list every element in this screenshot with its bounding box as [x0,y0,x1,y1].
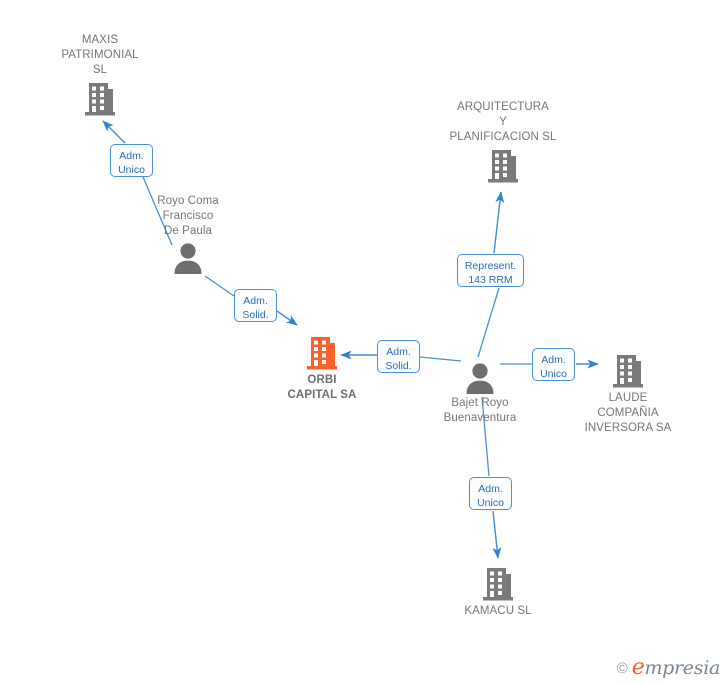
relation-chip-adm-unico-kamacu[interactable]: Adm. Unico [469,477,512,510]
node-laude-compania-inversora-sa[interactable]: LAUDE COMPAÑIA INVERSORA SA [553,353,703,436]
node-label: KAMACU SL [464,605,532,617]
edge-represent-to-arquitectura [493,191,505,254]
edge-royo-to-admsolid-orbi [204,275,235,297]
edge-admunico-to-kamacu [492,510,502,559]
edge-bajet-to-admsolid-orbi [419,356,462,362]
node-kamacu-sl[interactable]: KAMACU SL [423,566,573,619]
relation-chip-adm-solid-royo-orbi[interactable]: Adm. Solid. [234,289,277,322]
company-building-icon [428,148,578,184]
person-icon [405,362,555,394]
node-label: Royo Coma Francisco De Paula [157,195,219,237]
company-building-icon [247,335,397,371]
node-label: ORBI CAPITAL SA [287,374,357,401]
edge-admsolid-to-orbi [276,310,298,326]
relation-chip-represent-143-rrm[interactable]: Represent. 143 RRM [457,254,524,287]
node-label: LAUDE COMPAÑIA INVERSORA SA [584,392,672,434]
empresia-watermark: © empresia [616,655,721,680]
copyright-icon: © [616,659,628,677]
relation-chip-adm-unico-laude[interactable]: Adm. Unico [532,348,575,381]
node-royo-coma-francisco-de-paula[interactable]: Royo Coma Francisco De Paula [113,194,263,274]
node-label: MAXIS PATRIMONIAL SL [61,34,139,76]
company-building-icon [423,566,573,602]
person-icon [113,242,263,274]
edge-admunico-to-maxis [102,120,126,144]
relation-chip-adm-solid-bajet-orbi[interactable]: Adm. Solid. [377,340,420,373]
empresia-logo: empresia [631,655,721,680]
node-label: Bajet Royo Buenaventura [443,397,517,424]
node-bajet-royo-buenaventura[interactable]: Bajet Royo Buenaventura [405,362,555,426]
edge-bajet-to-represent [477,287,500,358]
node-orbi-capital-sa[interactable]: ORBI CAPITAL SA [247,335,397,403]
company-building-icon [553,353,703,389]
empresia-logo-initial: e [631,655,645,680]
node-maxis-patrimonial-sl[interactable]: MAXIS PATRIMONIAL SL [25,33,175,117]
node-arquitectura-y-planificacion-sl[interactable]: ARQUITECTURA Y PLANIFICACION SL [428,100,578,184]
company-building-icon [25,81,175,117]
empresia-logo-rest: mpresia [644,657,720,679]
relation-chip-adm-unico-maxis[interactable]: Adm. Unico [110,144,153,177]
node-label: ARQUITECTURA Y PLANIFICACION SL [449,101,557,143]
